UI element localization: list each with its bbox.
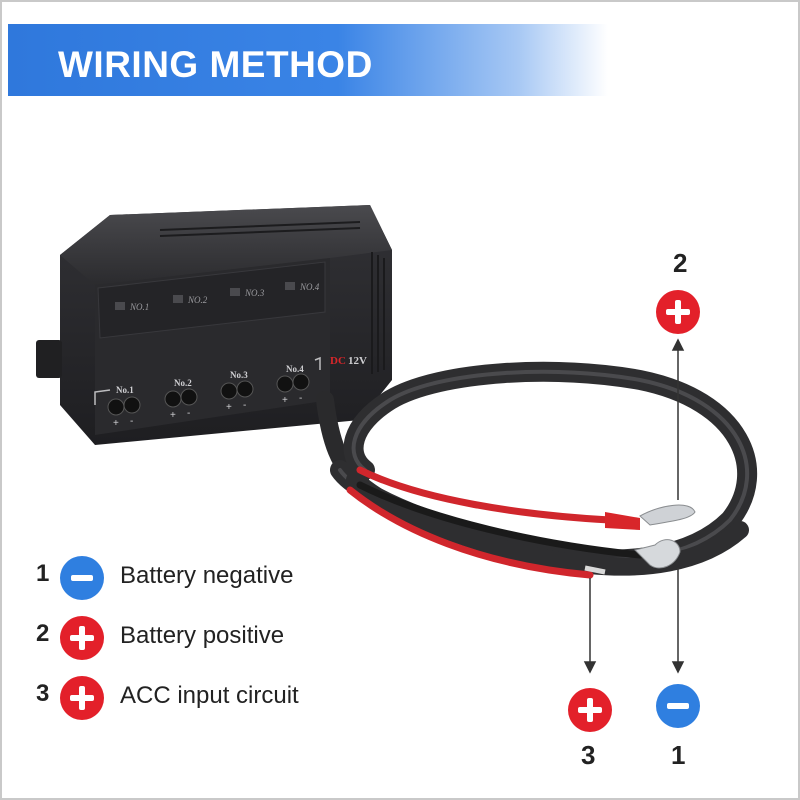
- port-label-1: No.1: [116, 385, 134, 395]
- channel-label-3: NO.3: [244, 288, 265, 298]
- legend-label: ACC input circuit: [120, 682, 299, 709]
- svg-text:-: -: [187, 408, 190, 419]
- output-ports: No.1 No.2 No.3 No.4 +- +- +- +-: [94, 356, 321, 429]
- svg-text:-: -: [243, 400, 246, 411]
- callout-number-bottom-right: 1: [671, 740, 686, 770]
- plus-icon: [60, 616, 104, 660]
- channel-label-2: NO.2: [187, 295, 208, 305]
- side-connector: [36, 340, 62, 378]
- svg-text:-: -: [130, 416, 133, 427]
- cable-bundle: [316, 361, 757, 579]
- legend-number: 1: [36, 560, 50, 587]
- led-3: [230, 288, 240, 296]
- callout-arrows: [583, 338, 685, 674]
- callout-top-plus-icon: [656, 290, 700, 334]
- callout-bottom-right-minus-icon: [656, 684, 700, 728]
- svg-text:-: -: [299, 393, 302, 404]
- channel-indicators: NO.1 NO.2 NO.3 NO.4: [115, 282, 320, 312]
- channel-label-4: NO.4: [299, 282, 320, 292]
- svg-text:+: +: [282, 395, 288, 406]
- minus-icon: [60, 556, 104, 600]
- page-title: WIRING METHOD: [58, 44, 373, 85]
- terminals: [584, 504, 696, 575]
- led-4: [285, 282, 295, 290]
- svg-text:+: +: [226, 402, 232, 413]
- led-1: [115, 302, 125, 310]
- port-label-2: No.2: [174, 378, 192, 388]
- svg-text:+: +: [170, 410, 176, 421]
- svg-text:+: +: [113, 418, 119, 429]
- callout-bottom-left-plus-icon: [568, 688, 612, 732]
- legend-number: 2: [36, 620, 50, 647]
- voltage-dc-label: DC: [330, 355, 346, 367]
- voltage-value-label: 12V: [348, 355, 367, 367]
- channel-label-1: NO.1: [129, 302, 149, 312]
- legend-label: Battery negative: [120, 562, 294, 589]
- relay-box: [36, 205, 392, 445]
- callout-number-bottom-left: 3: [581, 740, 596, 770]
- legend-number: 3: [36, 680, 50, 707]
- title-banner: [8, 24, 608, 96]
- legend-label: Battery positive: [120, 622, 285, 649]
- port-label-3: No.3: [230, 370, 248, 380]
- led-2: [173, 295, 183, 303]
- plus-icon: [60, 676, 104, 720]
- callout-number-top: 2: [673, 248, 688, 278]
- port-label-4: No.4: [286, 364, 304, 374]
